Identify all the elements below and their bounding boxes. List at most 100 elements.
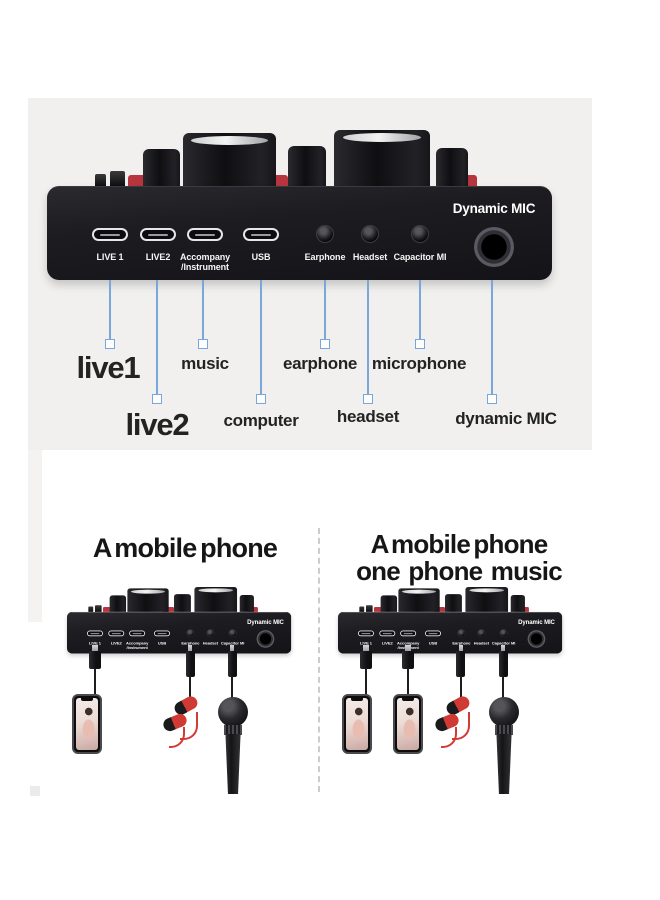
port-earphone: Earphone — [282, 225, 368, 262]
annotation-live2: live2 — [125, 407, 190, 442]
large-knob — [127, 588, 169, 612]
phone-cable — [407, 668, 409, 696]
large-knob — [465, 587, 509, 612]
usb-port-icon — [140, 228, 176, 241]
phone-screen — [346, 698, 368, 750]
device-front-panel: Dynamic MIC LIVE 1 LIVE2 Accompany/Instr… — [67, 611, 292, 654]
earphones — [160, 694, 212, 752]
leader-line-dynamic-mic — [491, 280, 493, 394]
leader-endpoint — [198, 339, 208, 349]
jack-plug-tip — [230, 645, 234, 652]
leader-line-live1 — [109, 280, 111, 339]
jack-plug-tip — [188, 645, 192, 652]
leader-line-earphone — [324, 280, 326, 339]
dynamic-mic-jack — [527, 630, 546, 648]
medium-knob — [445, 594, 462, 612]
dynamic-mic-jack — [256, 630, 275, 648]
leader-endpoint — [105, 339, 115, 349]
annotation-dynamic-mic: dynamic MIC — [455, 409, 557, 428]
microphone-collar — [224, 725, 242, 735]
large-knob — [334, 130, 430, 186]
annotation-headset: headset — [336, 407, 400, 426]
annotation-microphone: microphone — [371, 354, 467, 373]
background-artifact-chip — [30, 786, 40, 796]
earphone-wire — [441, 727, 457, 748]
large-knob — [194, 587, 238, 612]
microphone-collar — [495, 725, 513, 735]
large-knob — [398, 588, 440, 612]
jack-port-icon — [411, 225, 429, 243]
section-divider — [318, 528, 320, 792]
sound-card-device-main: Dynamic MIC LIVE 1 LIVE2 Accompany/Instr… — [47, 130, 552, 280]
phone-notch — [402, 698, 414, 701]
dynamic-mic-label: Dynamic MIC — [452, 201, 536, 216]
smartphone — [393, 694, 423, 754]
small-knob — [239, 594, 254, 612]
earphone-wire — [169, 727, 185, 748]
leader-endpoint — [415, 339, 425, 349]
large-knob — [183, 133, 276, 186]
mic-cable — [231, 676, 233, 700]
smartphone — [342, 694, 372, 754]
usb-plug — [402, 651, 414, 669]
sound-card-device-left: Dynamic MIC LIVE 1 LIVE2 Accompany/Instr… — [67, 587, 292, 654]
right-scenario-heading: A mobile phone one phone music — [356, 529, 563, 586]
jack-plug — [228, 651, 237, 677]
microphone-body — [496, 734, 512, 794]
usb-port-icon — [187, 228, 223, 241]
earphone-cable — [189, 676, 191, 702]
usb-plug-tip — [92, 645, 98, 652]
leader-line-headset — [367, 280, 369, 394]
jack-plug — [186, 651, 195, 677]
leader-endpoint — [152, 394, 162, 404]
small-knob — [380, 595, 398, 612]
medium-knob — [288, 146, 326, 186]
usb-plug — [89, 651, 101, 669]
toggle-switch — [95, 171, 129, 186]
medium-knob — [174, 594, 191, 612]
earphones — [432, 694, 484, 752]
background-artifact-strip — [28, 450, 42, 622]
usb-port-icon — [92, 228, 128, 241]
phone-cable — [365, 668, 367, 696]
phone-screen — [397, 698, 419, 750]
device-front-panel: Dynamic MIC LIVE 1 LIVE2 Accompany/Instr… — [338, 611, 563, 654]
leader-line-music — [202, 280, 204, 339]
phone-notch — [351, 698, 363, 701]
toggle-switch — [88, 605, 103, 612]
jack-plug — [456, 651, 465, 677]
microphone-body — [225, 734, 241, 794]
port-live2: LIVE2 — [115, 228, 201, 262]
small-knob — [143, 149, 180, 186]
leader-line-microphone — [419, 280, 421, 339]
dynamic-mic-jack — [474, 227, 514, 267]
leader-endpoint — [363, 394, 373, 404]
port-headset: Headset — [327, 225, 413, 262]
earphone-cable — [460, 676, 462, 702]
usb-plug-tip — [363, 645, 369, 652]
annotation-computer: computer — [223, 411, 299, 430]
mic-cable — [502, 676, 504, 700]
annotation-live1: live1 — [76, 350, 141, 385]
small-knob — [436, 148, 468, 186]
jack-plug-tip — [459, 645, 463, 652]
port-usb: USB — [218, 228, 304, 262]
leader-line-computer — [260, 280, 262, 394]
small-knob — [510, 594, 525, 612]
earphone-wire — [452, 712, 470, 740]
port-capacitor-mi: Capacitor MI — [377, 225, 463, 262]
leader-endpoint — [320, 339, 330, 349]
device-front-panel: Dynamic MIC LIVE 1 LIVE2 Accompany/Instr… — [47, 186, 552, 280]
phone-notch — [81, 698, 93, 701]
usb-port-icon — [243, 228, 279, 241]
annotation-earphone: earphone — [282, 354, 358, 373]
earphone-wire — [180, 712, 198, 740]
toggle-switch — [359, 605, 374, 612]
jack-plug-tip — [501, 645, 505, 652]
phone-cable — [94, 668, 96, 696]
microphone — [489, 697, 519, 795]
microphone-head — [489, 697, 519, 727]
port-live1: LIVE 1 — [67, 228, 153, 262]
smartphone — [72, 694, 102, 754]
